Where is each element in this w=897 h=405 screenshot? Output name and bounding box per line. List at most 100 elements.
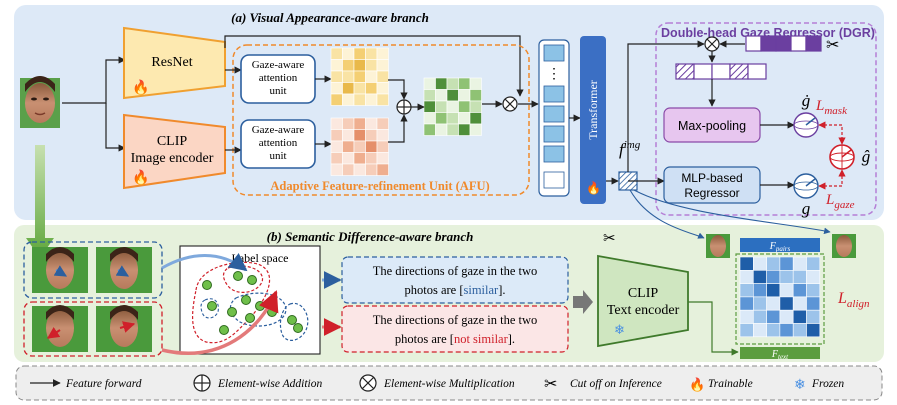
legend: Feature forward Element-wise Addition El… bbox=[15, 365, 883, 401]
matrix-cell bbox=[766, 309, 781, 324]
matrix-cell bbox=[752, 296, 767, 311]
heatmap-cell bbox=[353, 47, 366, 60]
matrix-cell bbox=[766, 283, 781, 298]
heatmap-cell bbox=[435, 100, 448, 113]
heatmap-cell bbox=[423, 100, 436, 113]
heatmap-cell bbox=[365, 59, 378, 72]
heatmap-cell bbox=[376, 70, 389, 83]
branch-b-title: (b) Semantic Difference-aware branch bbox=[267, 229, 474, 244]
matrix-cell bbox=[792, 269, 807, 284]
svg-text:Gaze-aware: Gaze-aware bbox=[252, 124, 305, 136]
legend-trainable: Trainable bbox=[708, 378, 753, 390]
heatmap-cell bbox=[446, 100, 459, 113]
heatmap-cell bbox=[330, 129, 343, 142]
branch-flow-arrow bbox=[26, 145, 54, 258]
matrix-cell bbox=[792, 323, 807, 338]
matrix-cell bbox=[766, 323, 781, 338]
prompt-to-encoder-arrow bbox=[573, 290, 593, 314]
flame-icon: 🔥 bbox=[132, 169, 149, 186]
pair-face-right bbox=[832, 234, 856, 258]
matrix-cell bbox=[806, 283, 821, 298]
svg-text:attention: attention bbox=[259, 137, 298, 149]
heatmap-cell bbox=[353, 163, 366, 176]
svg-text:Regressor: Regressor bbox=[684, 186, 739, 200]
snowflake-icon: ❄ bbox=[614, 322, 625, 337]
legend-feature-forward: Feature forward bbox=[65, 378, 142, 390]
label-point bbox=[219, 325, 229, 335]
matrix-cell bbox=[779, 269, 794, 284]
matrix-cell bbox=[779, 256, 794, 271]
heatmap-cell bbox=[330, 93, 343, 106]
heatmap-cell bbox=[435, 123, 448, 136]
matrix-cell bbox=[766, 296, 781, 311]
matrix-cell bbox=[752, 283, 767, 298]
label-point bbox=[233, 271, 243, 281]
heatmap-cell bbox=[435, 77, 448, 90]
heatmap-cell bbox=[342, 140, 355, 153]
heatmap-cell bbox=[353, 93, 366, 106]
matrix-cell bbox=[739, 283, 754, 298]
transformer-block: Transformer 🔥 bbox=[580, 36, 606, 204]
heatmap-cell bbox=[342, 47, 355, 60]
heatmap-cell bbox=[353, 140, 366, 153]
heatmap-cell bbox=[469, 89, 482, 102]
dgr-region bbox=[655, 22, 877, 216]
flame-icon: 🔥 bbox=[586, 181, 601, 195]
afu-label: Adaptive Feature-refinement Unit (AFU) bbox=[270, 179, 489, 193]
heatmap-cell bbox=[423, 89, 436, 102]
heatmap-cell bbox=[330, 163, 343, 176]
heatmap-cell bbox=[376, 129, 389, 142]
matrix-cell bbox=[806, 323, 821, 338]
svg-text:attention: attention bbox=[259, 72, 298, 84]
g-hat-label: ĝ bbox=[862, 147, 871, 166]
matrix-cell bbox=[792, 283, 807, 298]
label-point bbox=[202, 280, 212, 290]
face-pair-similar bbox=[32, 247, 152, 293]
heatmap-cell bbox=[365, 93, 378, 106]
matrix-cell bbox=[739, 296, 754, 311]
element-wise-addition-icon bbox=[396, 99, 412, 115]
matrix-cell bbox=[792, 296, 807, 311]
svg-text:Text encoder: Text encoder bbox=[607, 303, 680, 318]
l-mask-label: Lmask bbox=[815, 98, 848, 117]
g-dot-label: ġ bbox=[802, 91, 811, 110]
label-point bbox=[241, 295, 251, 305]
flame-icon: 🔥 bbox=[689, 377, 705, 392]
matrix-cell bbox=[739, 269, 754, 284]
svg-text:unit: unit bbox=[269, 150, 286, 162]
svg-text:photos are [not similar].: photos are [not similar]. bbox=[395, 332, 515, 346]
similarity-matrix bbox=[739, 256, 821, 338]
matrix-cell bbox=[779, 296, 794, 311]
l-align-label: Lalign bbox=[837, 290, 870, 310]
text-prompt-not-similar: The directions of gaze in the two photos… bbox=[341, 305, 569, 353]
heatmap-cell bbox=[376, 59, 389, 72]
heatmap-cell bbox=[423, 77, 436, 90]
attention-map-orange bbox=[330, 117, 389, 176]
heatmap-cell bbox=[435, 89, 448, 102]
input-face-image bbox=[20, 76, 60, 128]
heatmap-cell bbox=[376, 82, 389, 95]
afu-region bbox=[232, 44, 530, 196]
mlp-regressor-box: MLP-based Regressor bbox=[663, 166, 761, 204]
matrix-cell bbox=[792, 309, 807, 324]
gaze-sphere-icon bbox=[793, 173, 819, 199]
not-similar-pair-box bbox=[23, 301, 163, 357]
heatmap-cell bbox=[376, 47, 389, 60]
element-wise-multiplication-icon bbox=[502, 96, 518, 112]
heatmap-cell bbox=[446, 77, 459, 90]
heatmap-cell bbox=[342, 152, 355, 165]
l-gaze-label: Lgaze bbox=[825, 192, 855, 211]
heatmap-cell bbox=[342, 117, 355, 130]
multiplication-icon bbox=[359, 374, 377, 392]
resnet-encoder: ResNet 🔥 bbox=[123, 26, 226, 100]
label-point bbox=[255, 301, 265, 311]
heatmap-cell bbox=[423, 112, 436, 125]
matrix-cell bbox=[766, 256, 781, 271]
matrix-cell bbox=[806, 296, 821, 311]
heatmap-cell bbox=[458, 100, 471, 113]
heatmap-cell bbox=[446, 89, 459, 102]
heatmap-cell bbox=[353, 152, 366, 165]
addition-icon bbox=[193, 374, 211, 392]
clip-text-encoder: CLIP Text encoder ❄ bbox=[597, 254, 689, 348]
